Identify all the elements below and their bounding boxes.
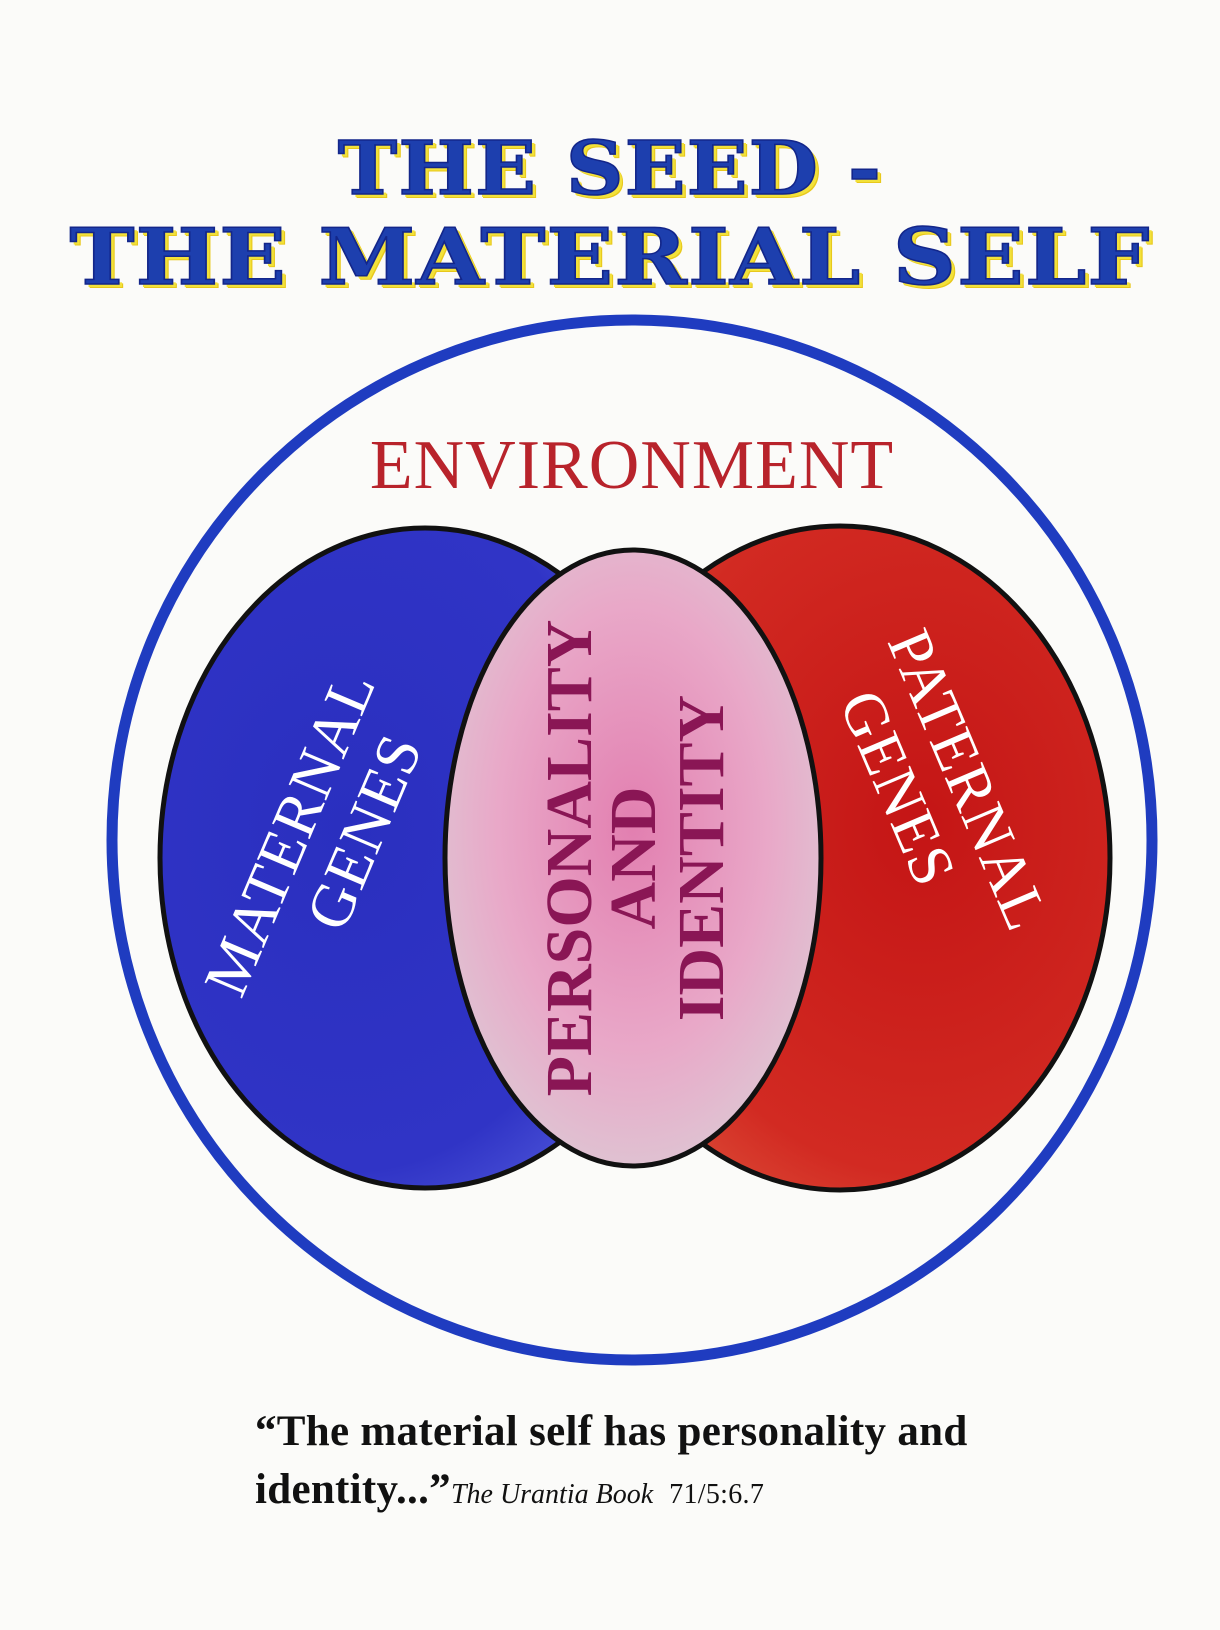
center-label-line-1: PERSONALITY xyxy=(533,620,606,1097)
personality-identity-ellipse xyxy=(442,547,824,1169)
center-label-line-2: AND xyxy=(597,787,670,930)
quote-reference: 71/5:6.7 xyxy=(669,1479,765,1511)
center-label-line-3: IDENTITY xyxy=(665,695,738,1021)
title-line-2: THE MATERIAL SELF xyxy=(69,211,1151,303)
environment-label: ENVIRONMENT xyxy=(370,427,894,504)
quote-block: “The material self has personality and i… xyxy=(255,1403,1155,1520)
quote-line-1: “The material self has personality and xyxy=(255,1408,968,1455)
quote-source: The Urantia Book xyxy=(450,1479,654,1511)
title-line-1: THE SEED - xyxy=(337,126,883,212)
quote-line-2-text: identity...” xyxy=(255,1466,451,1514)
quote-line-2: identity...”The Urantia Book 71/5:6.7 xyxy=(255,1461,1155,1519)
environment-ring xyxy=(106,314,1158,1366)
title-block: THE SEED - THE MATERIAL SELF xyxy=(0,126,1220,303)
personality-identity-label: PERSONALITY AND IDENTITY xyxy=(533,620,738,1097)
